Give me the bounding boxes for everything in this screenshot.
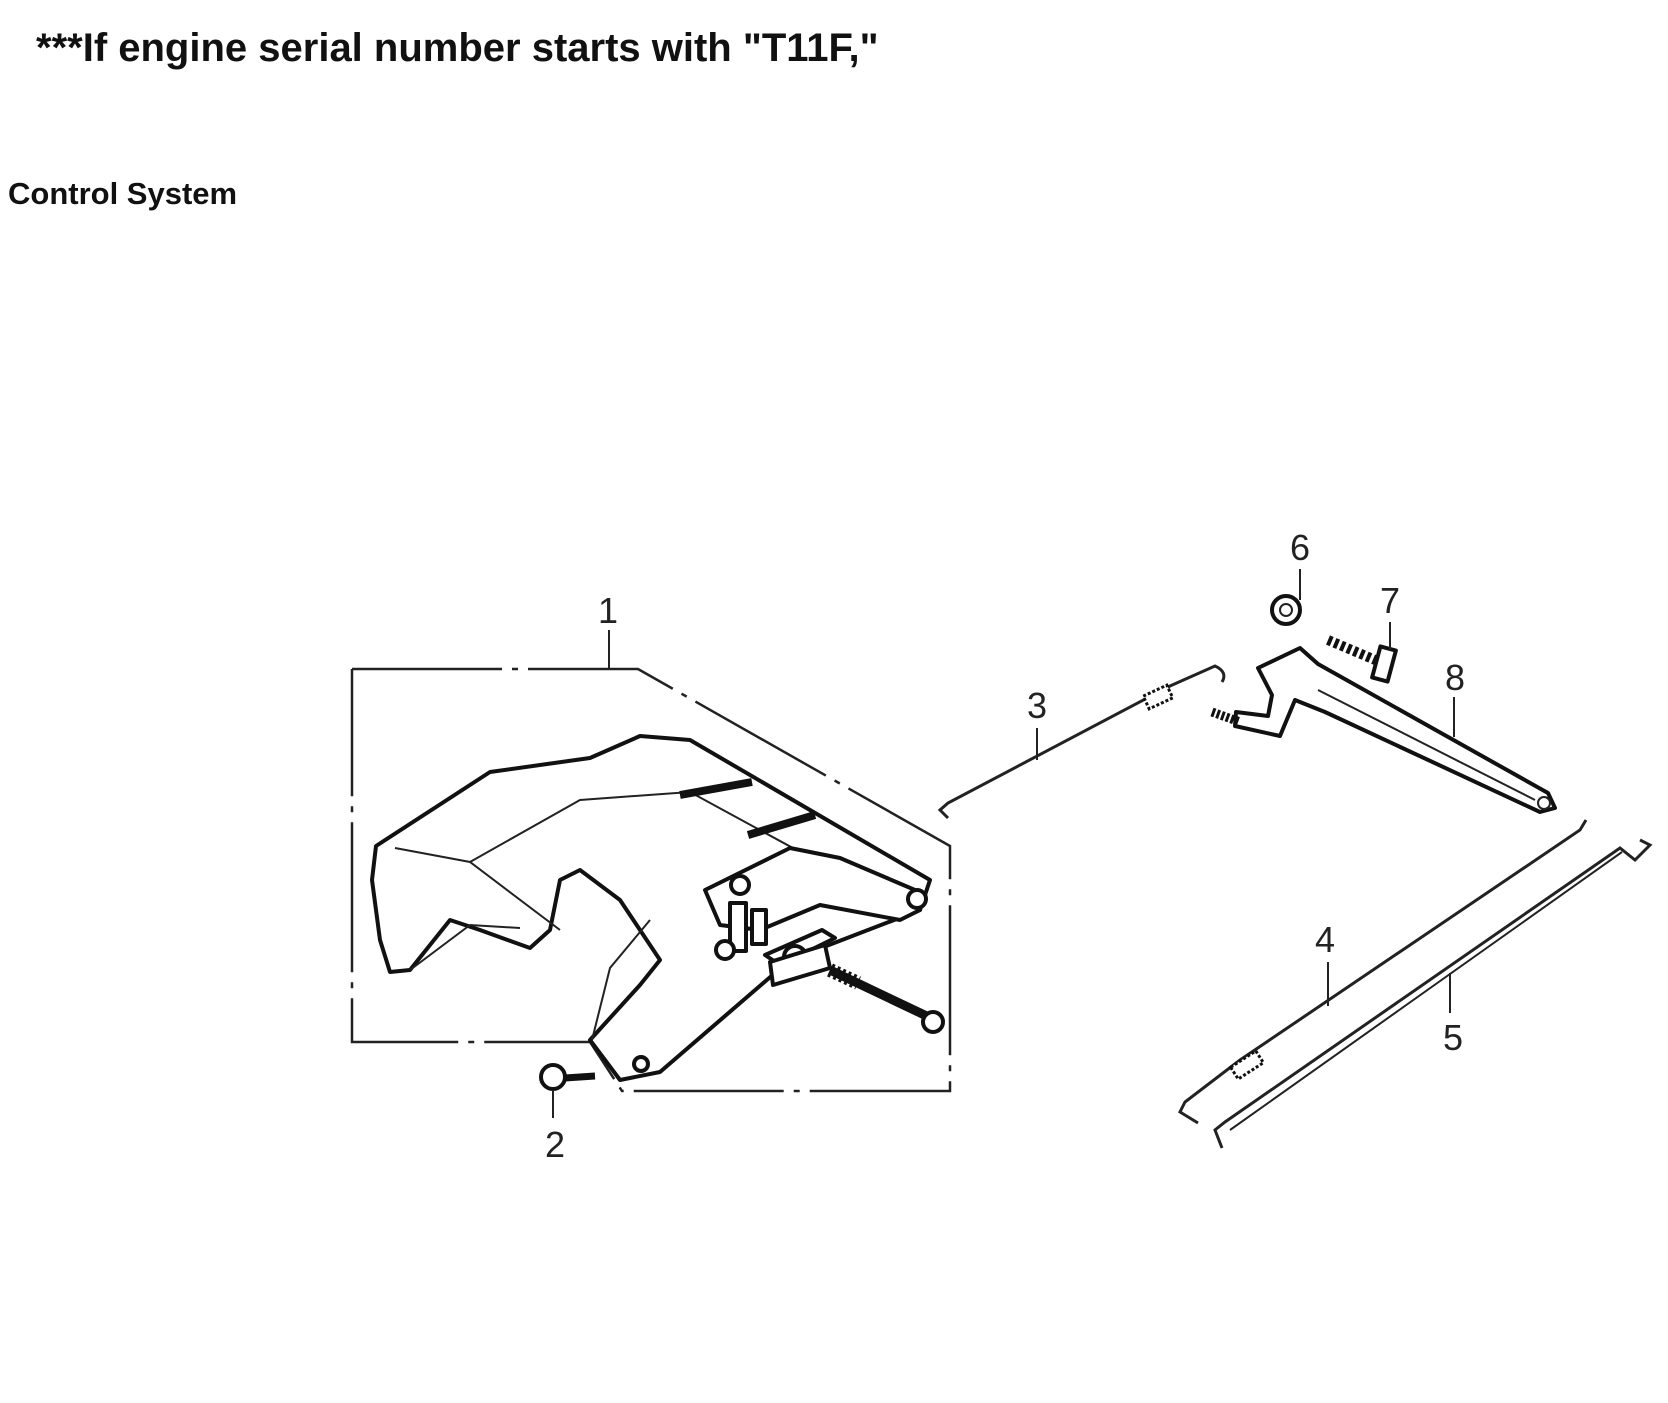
part-3-spring-rod bbox=[937, 664, 1226, 820]
callout-1: 1 bbox=[598, 590, 618, 631]
part-adjust-bolt bbox=[827, 963, 945, 1034]
section-title: Control System bbox=[8, 176, 238, 211]
part-control-base bbox=[370, 734, 932, 1082]
callout-7: 7 bbox=[1380, 580, 1400, 621]
callout-6: 6 bbox=[1290, 527, 1310, 568]
callout-8: 8 bbox=[1445, 657, 1465, 698]
assembly-boundary bbox=[350, 667, 952, 1093]
part-2-bolt bbox=[539, 1063, 596, 1091]
part-8-lever bbox=[1210, 646, 1557, 814]
part-7-bolt bbox=[1326, 635, 1398, 684]
part-4-rod bbox=[1178, 819, 1588, 1125]
callout-4: 4 bbox=[1315, 919, 1335, 960]
part-6-nut bbox=[1270, 594, 1302, 626]
engine-serial-notice: ***If engine serial number starts with "… bbox=[36, 26, 879, 70]
callout-3: 3 bbox=[1027, 685, 1047, 726]
callout-2: 2 bbox=[545, 1124, 565, 1165]
callout-5: 5 bbox=[1443, 1017, 1463, 1058]
part-5-rod bbox=[1213, 838, 1653, 1149]
